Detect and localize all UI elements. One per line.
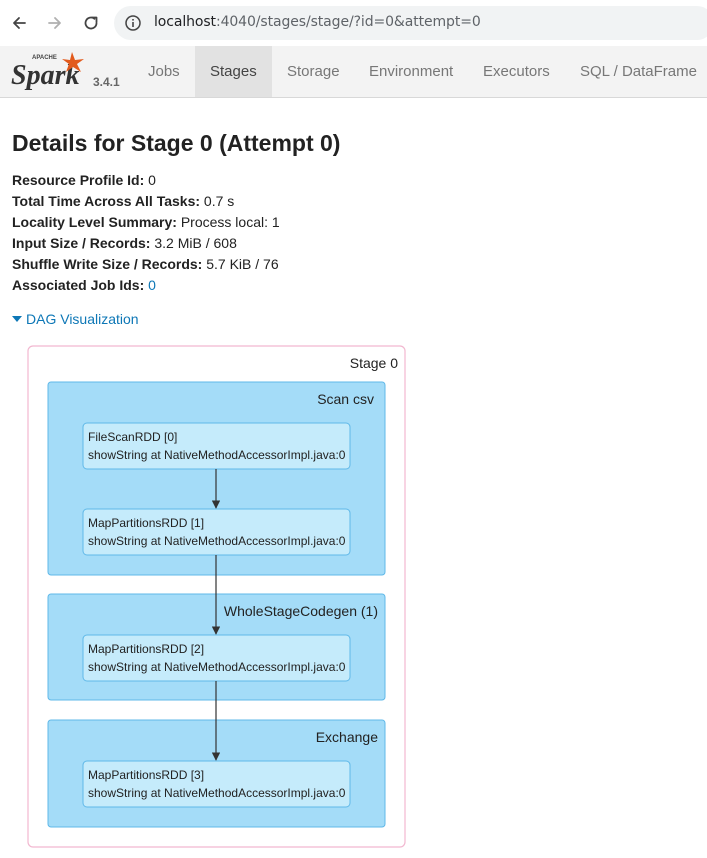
- summary-label: Resource Profile Id:: [12, 172, 145, 188]
- svg-text:Spark: Spark: [11, 60, 79, 90]
- summary-input-size: Input Size / Records: 3.2 MiB / 608: [12, 233, 280, 254]
- summary-resource-profile: Resource Profile Id: 0: [12, 170, 280, 191]
- url-host: localhost: [154, 14, 216, 30]
- summary-label: Shuffle Write Size / Records:: [12, 256, 203, 272]
- dag-toggle-label: DAG Visualization: [26, 311, 139, 327]
- spark-navbar: [0, 46, 707, 98]
- job-id-link[interactable]: 0: [148, 277, 156, 293]
- rdd-node-name: MapPartitionsRDD [3]: [88, 768, 204, 782]
- back-arrow-icon: [13, 17, 26, 29]
- stage-label: Stage 0: [350, 355, 398, 371]
- summary-label: Total Time Across All Tasks:: [12, 193, 201, 209]
- tab-storage[interactable]: Storage: [287, 63, 340, 80]
- back-button[interactable]: [8, 12, 30, 34]
- reload-button[interactable]: [80, 12, 102, 34]
- summary-label: Locality Level Summary:: [12, 214, 177, 230]
- rdd-node-callsite: showString at NativeMethodAccessorImpl.j…: [88, 448, 346, 462]
- rdd-node-3[interactable]: [82, 760, 351, 808]
- summary-label: Associated Job Ids:: [12, 277, 145, 293]
- summary-locality: Locality Level Summary: Process local: 1: [12, 212, 280, 233]
- rdd-node-callsite: showString at NativeMethodAccessorImpl.j…: [88, 786, 346, 800]
- url-path: :4040/stages/stage/?id=0&attempt=0: [215, 14, 481, 30]
- address-bar[interactable]: [114, 6, 707, 40]
- summary-shuffle-write: Shuffle Write Size / Records: 5.7 KiB / …: [12, 254, 280, 275]
- dag-visualization-toggle[interactable]: DAG Visualization: [12, 311, 139, 327]
- summary-job-ids: Associated Job Ids: 0: [12, 275, 280, 296]
- page-title: Details for Stage 0 (Attempt 0): [12, 130, 341, 156]
- stage-summary: Resource Profile Id: 0 Total Time Across…: [12, 170, 280, 296]
- summary-total-time: Total Time Across All Tasks: 0.7 s: [12, 191, 280, 212]
- tab-jobs[interactable]: Jobs: [148, 63, 180, 80]
- spark-star-icon: [62, 52, 84, 72]
- spark-version: 3.4.1: [93, 75, 120, 89]
- caret-down-icon: [12, 316, 22, 322]
- cluster-label: Exchange: [316, 729, 378, 745]
- summary-label: Input Size / Records:: [12, 235, 151, 251]
- forward-arrow-icon: [48, 17, 61, 29]
- tab-environment[interactable]: Environment: [369, 63, 454, 80]
- svg-text:APACHE: APACHE: [32, 55, 57, 61]
- reload-icon: [84, 16, 98, 30]
- site-info-icon[interactable]: [124, 14, 142, 32]
- browser-toolbar: localhost:4040/stages/stage/?id=0&attemp…: [0, 0, 707, 47]
- url-text[interactable]: localhost:4040/stages/stage/?id=0&attemp…: [154, 14, 481, 30]
- spark-logo[interactable]: APACHE Spark: [10, 50, 90, 90]
- cluster-label: Scan csv: [317, 391, 374, 407]
- rdd-node-name: MapPartitionsRDD [1]: [88, 516, 204, 530]
- summary-value: Process local: 1: [180, 214, 280, 230]
- forward-button[interactable]: [44, 12, 66, 34]
- tab-executors[interactable]: Executors: [483, 63, 550, 80]
- rdd-node-callsite: showString at NativeMethodAccessorImpl.j…: [88, 534, 346, 548]
- tab-stages[interactable]: Stages: [195, 46, 272, 97]
- cluster-label: WholeStageCodegen (1): [224, 603, 378, 619]
- tab-sql-dataframe[interactable]: SQL / DataFrame: [580, 63, 697, 80]
- rdd-node-callsite: showString at NativeMethodAccessorImpl.j…: [88, 660, 346, 674]
- rdd-node-name: FileScanRDD [0]: [88, 430, 177, 444]
- summary-value: 0.7 s: [203, 193, 235, 209]
- rdd-node-name: MapPartitionsRDD [2]: [88, 642, 204, 656]
- summary-value: 3.2 MiB / 608: [154, 235, 237, 251]
- summary-value: 5.7 KiB / 76: [206, 256, 279, 272]
- summary-value: 0: [148, 172, 156, 188]
